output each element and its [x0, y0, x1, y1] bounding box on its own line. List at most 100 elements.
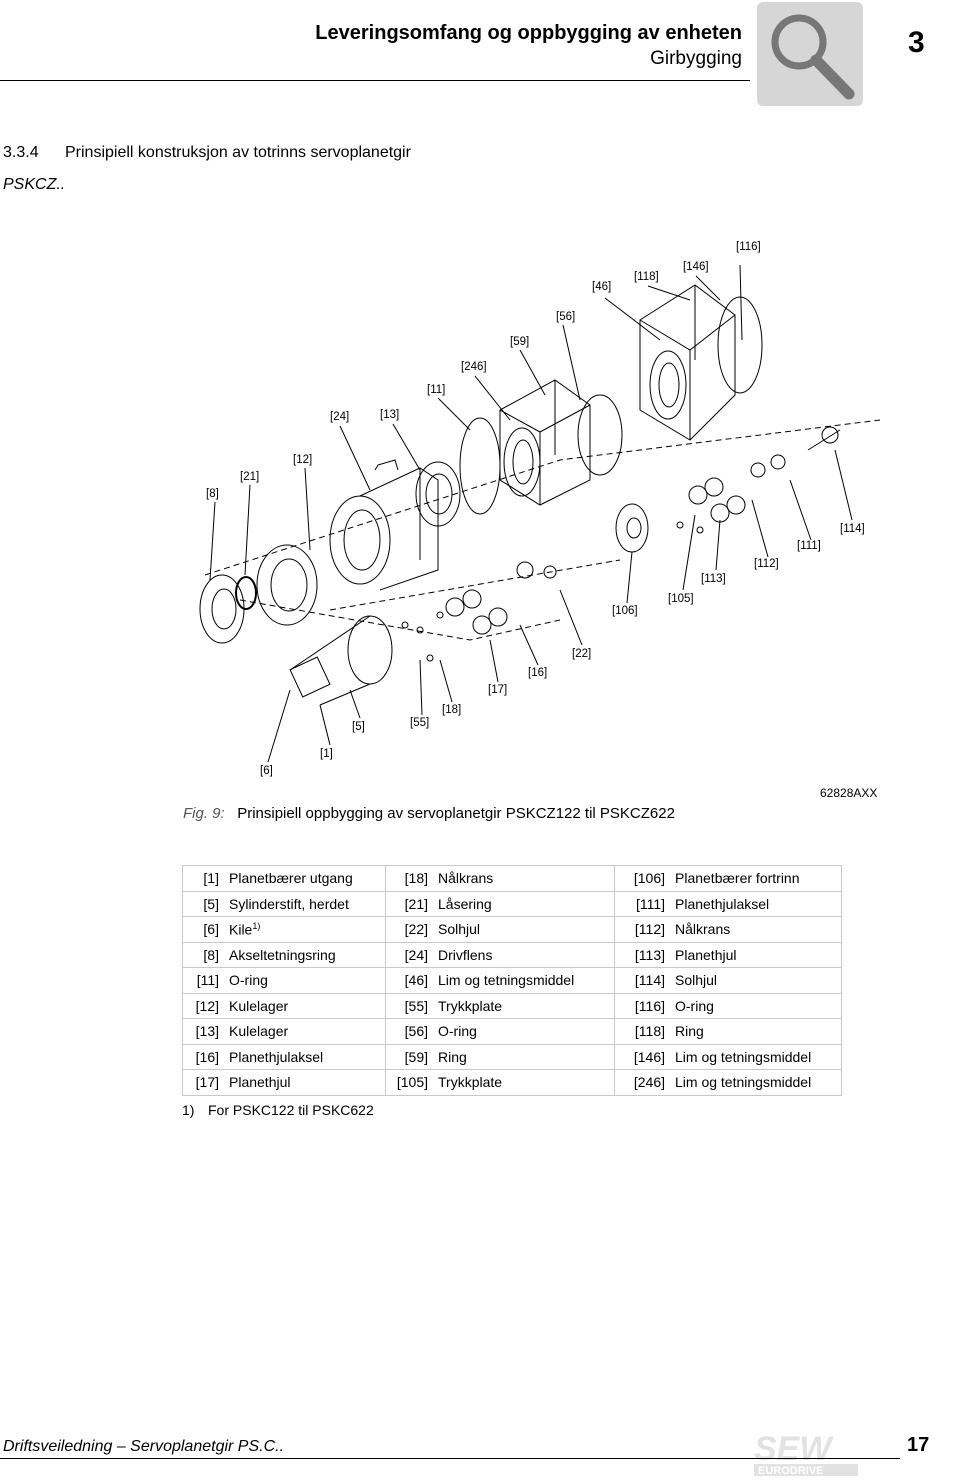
chapter-number: 3 [908, 26, 925, 59]
magnifier-icon [757, 2, 863, 106]
part-name: Sylinderstift, herdet [223, 890, 386, 917]
part-name: Kile1) [223, 916, 386, 943]
callout-6: [6] [260, 765, 273, 777]
part-number: [6] [182, 916, 223, 943]
table-row: [13]Kulelager[56]O-ring[118]Ring [182, 1018, 842, 1045]
table-row: [1]Planetbærer utgang[18]Nålkrans[106]Pl… [182, 865, 842, 892]
callout-113: [113] [701, 573, 726, 585]
section-title: Prinsipiell konstruksjon av totrinns ser… [65, 144, 411, 161]
part-number: [116] [614, 992, 669, 1019]
callout-55: [55] [410, 717, 429, 729]
part-number: [46] [385, 967, 432, 994]
callout-105: [105] [668, 593, 694, 605]
part-number: [13] [182, 1018, 223, 1045]
part-number: [8] [182, 941, 223, 968]
header-rule [0, 80, 750, 81]
part-name: O-ring [223, 967, 386, 994]
page-number: 17 [907, 1434, 930, 1456]
callout-118: [118] [634, 271, 659, 283]
footnote: 1) For PSKC122 til PSKC622 [182, 1102, 374, 1118]
callout-16: [16] [528, 667, 547, 679]
callout-112: [112] [754, 558, 779, 570]
figure-label: Fig. 9: [183, 805, 225, 822]
part-name: Planethjul [669, 941, 842, 968]
footnote-mark: 1) [182, 1102, 195, 1118]
part-number: [16] [182, 1043, 223, 1070]
part-number: [18] [385, 865, 432, 892]
callout-46: [46] [592, 281, 611, 293]
part-number: [59] [385, 1043, 432, 1070]
part-name: Lim og tetningsmiddel [432, 967, 615, 994]
part-number: [55] [385, 992, 432, 1019]
part-number: [105] [385, 1069, 432, 1096]
table-row: [17]Planethjul[105]Trykkplate[246]Lim og… [182, 1069, 842, 1096]
part-name: O-ring [669, 992, 842, 1019]
table-row: [12]Kulelager[55]Trykkplate[116]O-ring [182, 992, 842, 1019]
part-number: [56] [385, 1018, 432, 1045]
part-name: Låsering [432, 890, 615, 917]
table-row: [6]Kile1)[22]Solhjul[112]Nålkrans [182, 916, 842, 943]
callout-59: [59] [510, 336, 529, 348]
callout-246: [246] [461, 361, 487, 373]
table-row: [8]Akseltetningsring[24]Drivflens[113]Pl… [182, 941, 842, 968]
callout-111: [111] [797, 540, 821, 552]
part-number: [5] [182, 890, 223, 917]
callout-21: [21] [240, 471, 259, 483]
part-name: Ring [669, 1018, 842, 1045]
figure-caption-text: Prinsipiell oppbygging av servoplanetgir… [237, 805, 675, 822]
footnote-text: For PSKC122 til PSKC622 [208, 1102, 374, 1118]
part-number: [1] [182, 865, 223, 892]
part-name: Planethjul [223, 1069, 386, 1096]
part-name: Nålkrans [432, 865, 615, 892]
exploded-view-drawing: [116] [46] [118] [146] [56] [59] [246] [… [199, 241, 881, 777]
part-number: [246] [614, 1069, 669, 1096]
table-row: [11]O-ring[46]Lim og tetningsmiddel[114]… [182, 967, 842, 994]
part-name: Solhjul [669, 967, 842, 994]
footer-rule [0, 1458, 900, 1459]
svg-text:EURODRIVE: EURODRIVE [758, 1465, 823, 1477]
header-title: Leveringsomfang og oppbygging av enheten [315, 22, 742, 44]
part-name: O-ring [432, 1018, 615, 1045]
svg-text:SEW: SEW [754, 1430, 834, 1468]
part-number: [17] [182, 1069, 223, 1096]
part-number: [24] [385, 941, 432, 968]
part-number: [146] [614, 1043, 669, 1070]
figure-code: 62828AXX [820, 786, 878, 800]
part-name: Planetbærer utgang [223, 865, 386, 892]
callout-12: [12] [293, 454, 312, 466]
part-number: [12] [182, 992, 223, 1019]
part-number: [11] [182, 967, 223, 994]
parts-table: [1]Planetbærer utgang[18]Nålkrans[106]Pl… [182, 865, 842, 1096]
callout-1: [1] [320, 748, 333, 760]
callout-11: [11] [427, 384, 445, 396]
callout-18: [18] [442, 704, 461, 716]
part-number: [118] [614, 1018, 669, 1045]
section-number: 3.3.4 [3, 144, 39, 161]
part-name: Nålkrans [669, 916, 842, 943]
table-row: [5]Sylinderstift, herdet[21]Låsering[111… [182, 890, 842, 917]
part-name: Planethjulaksel [669, 890, 842, 917]
footer-doc-title: Driftsveiledning – Servoplanetgir PS.C.. [3, 1438, 285, 1455]
sew-eurodrive-logo: SEW EURODRIVE [752, 1430, 862, 1483]
part-name: Ring [432, 1043, 615, 1070]
part-name: Trykkplate [432, 1069, 615, 1096]
callout-22: [22] [572, 648, 591, 660]
part-number: [114] [614, 967, 669, 994]
part-name: Kulelager [223, 1018, 386, 1045]
part-name: Kulelager [223, 992, 386, 1019]
part-name: Planetbærer fortrinn [669, 865, 842, 892]
header-subtitle: Girbygging [650, 48, 742, 69]
footnote-ref: 1) [252, 920, 261, 931]
part-name: Trykkplate [432, 992, 615, 1019]
part-name: Drivflens [432, 941, 615, 968]
part-number: [111] [614, 890, 669, 917]
callout-17: [17] [488, 684, 507, 696]
part-name: Planethjulaksel [223, 1043, 386, 1070]
callout-114: [114] [840, 523, 865, 535]
part-number: [21] [385, 890, 432, 917]
section-title-cont: PSKCZ.. [3, 176, 66, 193]
table-row: [16]Planethjulaksel[59]Ring[146]Lim og t… [182, 1043, 842, 1070]
figure-caption: Fig. 9: Prinsipiell oppbygging av servop… [183, 805, 675, 822]
part-number: [106] [614, 865, 669, 892]
callout-106: [106] [612, 605, 638, 617]
